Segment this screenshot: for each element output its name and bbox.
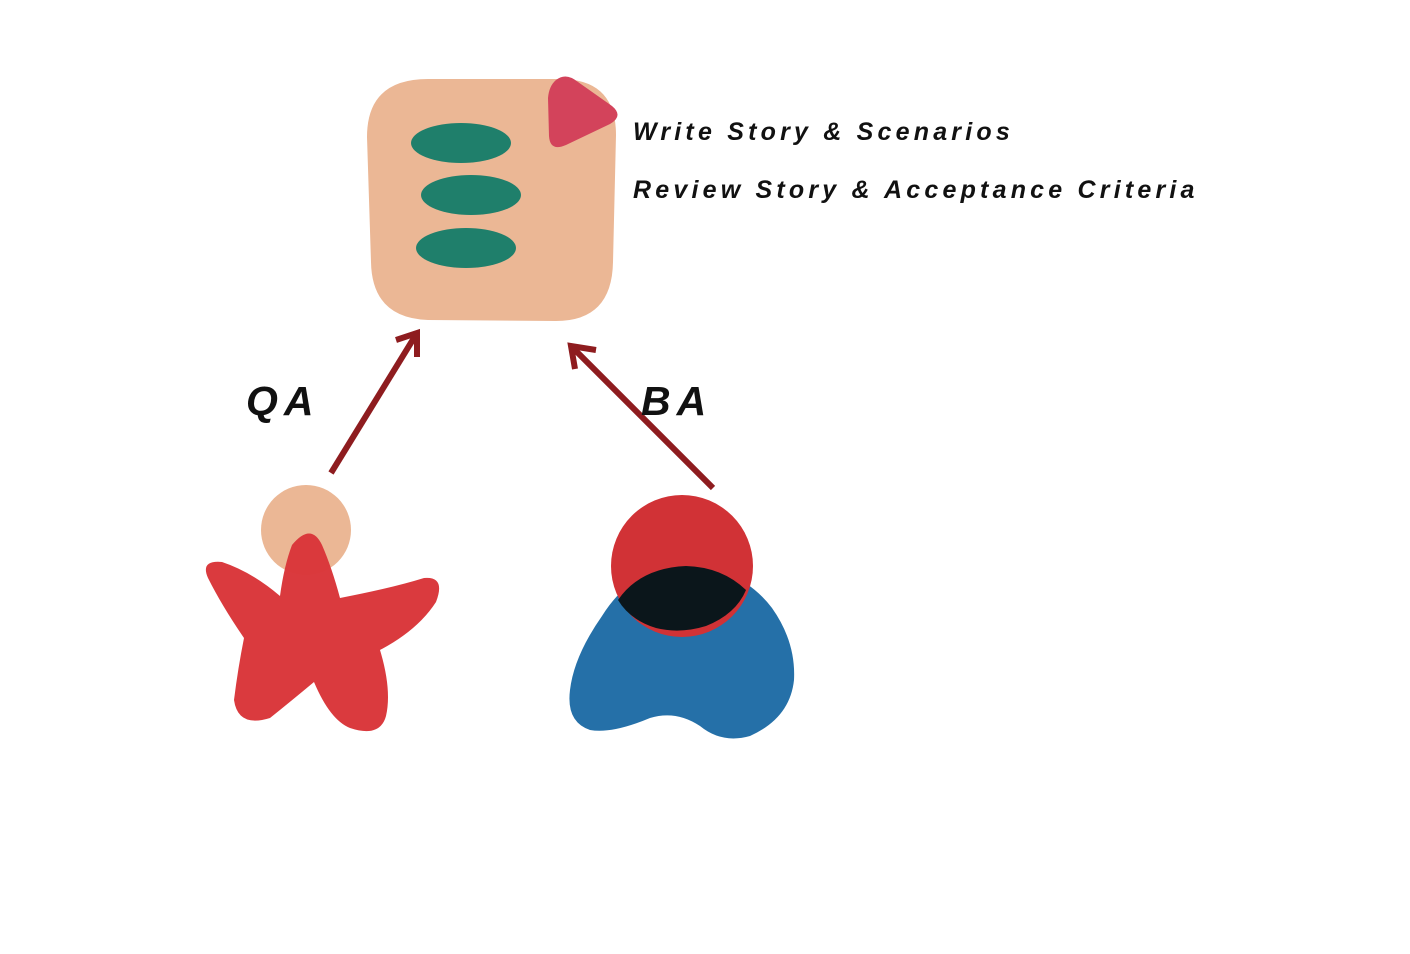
step-label-review-story: Review Story & Acceptance Criteria	[633, 176, 1199, 204]
card-corner-flag	[548, 76, 618, 148]
arrow-ba-head	[567, 342, 597, 370]
ba-overlap	[618, 566, 746, 631]
ba-person-icon	[569, 495, 795, 739]
role-label-qa: QA	[246, 378, 320, 424]
card-line-3	[416, 228, 516, 268]
arrow-ba-shaft	[568, 343, 716, 491]
arrow-qa-shaft	[328, 331, 420, 475]
arrow-qa-head	[395, 328, 420, 357]
qa-person-icon	[205, 485, 440, 732]
arrow-qa-to-story	[328, 328, 420, 475]
card-line-2	[421, 175, 521, 215]
step-label-write-story: Write Story & Scenarios	[633, 118, 1014, 146]
qa-head	[261, 485, 351, 575]
role-label-ba: BA	[641, 378, 712, 424]
story-card-icon	[367, 76, 618, 321]
card-line-1	[411, 123, 511, 163]
arrow-ba-to-story	[567, 342, 716, 491]
qa-body	[205, 533, 440, 732]
